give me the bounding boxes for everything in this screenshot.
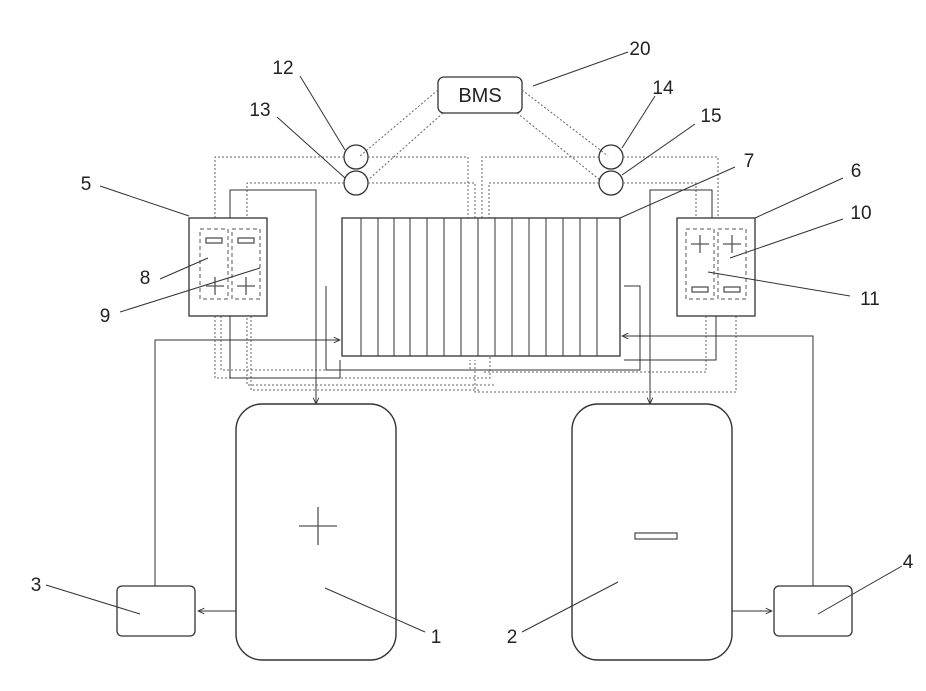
cell-stack	[342, 218, 620, 356]
label-1: 1	[431, 627, 442, 648]
tank-negative	[572, 404, 732, 660]
bms-unit: BMS	[438, 77, 522, 113]
electrode-box-left	[189, 218, 267, 316]
sensor-12	[344, 145, 368, 169]
label-7: 7	[744, 151, 755, 172]
label-20: 20	[629, 39, 650, 60]
bms-text: BMS	[458, 85, 501, 107]
label-5: 5	[81, 174, 92, 195]
box-6	[677, 218, 755, 316]
label-6: 6	[851, 161, 862, 182]
label-4: 4	[903, 552, 914, 573]
label-2: 2	[507, 627, 518, 648]
label-3: 3	[31, 575, 42, 596]
sensors	[344, 145, 623, 195]
label-9: 9	[100, 306, 111, 327]
label-15: 15	[700, 106, 721, 127]
stack-frame	[342, 218, 620, 356]
tank-positive	[236, 404, 396, 660]
label-14: 14	[652, 78, 674, 99]
label-11: 11	[860, 289, 880, 310]
label-10: 10	[850, 203, 871, 224]
label-8: 8	[140, 268, 151, 289]
sensor-14	[599, 145, 623, 169]
tank-2	[572, 404, 732, 660]
label-13: 13	[249, 100, 270, 121]
label-12: 12	[272, 58, 293, 79]
pump-4	[774, 586, 852, 636]
tank-1	[236, 404, 396, 660]
electrode-box-right	[677, 218, 755, 316]
sensor-15	[599, 171, 623, 195]
sensor-13	[344, 171, 368, 195]
